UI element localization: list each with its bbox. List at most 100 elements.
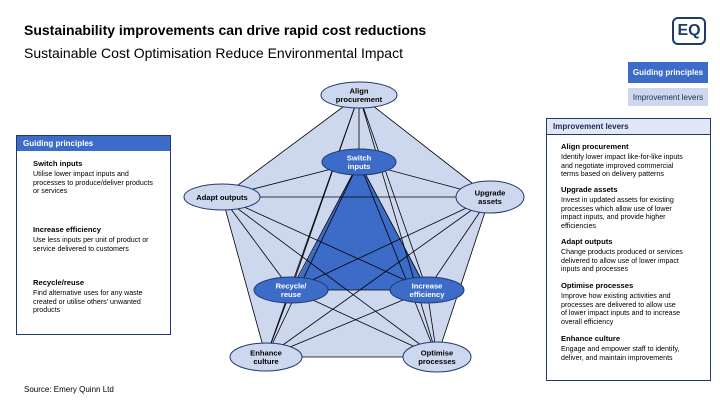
- lever-title: Optimise processes: [561, 281, 634, 290]
- connector-line: [265, 94, 360, 358]
- principle-switch-inputs: Switch inputs Utilise lower impact input…: [33, 159, 153, 196]
- connector-line: [221, 196, 428, 291]
- connector-line: [265, 196, 491, 358]
- connector-line: [358, 94, 438, 358]
- lever-node-align: [320, 81, 398, 109]
- lever-node-adapt: [183, 183, 261, 211]
- node-label-recycle: Recycle/reuse: [276, 282, 308, 300]
- principle-node-switch: [321, 148, 397, 176]
- improvement-levers-panel: Improvement levers Align procurement Ide…: [546, 118, 711, 381]
- lever-title: Align procurement: [561, 142, 629, 151]
- principle-line: service delivered to customers: [33, 244, 129, 253]
- principles-triangle: [292, 162, 427, 290]
- lever-optimise-processes: Optimise processes Improve how existing …: [561, 281, 681, 327]
- lever-line: Engage and empower staff to identify,: [561, 344, 680, 353]
- lever-line: inputs and processes: [561, 265, 629, 274]
- lever-line: Improve how existing activities and: [561, 291, 671, 300]
- node-label-line: reuse: [281, 290, 301, 299]
- improvement-levers-heading: Improvement levers: [547, 119, 710, 135]
- connector-line: [358, 94, 491, 198]
- connector-line: [221, 196, 292, 291]
- node-label-line: Increase: [412, 282, 443, 291]
- lever-line: deliver, and maintain improvements: [561, 353, 673, 362]
- principle-line: processes to produce/deliver products: [33, 178, 153, 187]
- connector-line: [221, 196, 438, 358]
- lever-line: efficiencies: [561, 222, 596, 231]
- node-label-line: culture: [253, 357, 278, 366]
- principle-recycle-reuse: Recycle/reuse Find alternative uses for …: [33, 278, 143, 315]
- guiding-principles-panel: Guiding principles Switch inputs Utilise…: [16, 135, 171, 335]
- lever-line: terms based on delivery patterns: [561, 170, 664, 179]
- lever-line: processes are delivered to allow use: [561, 300, 676, 309]
- node-label-line: procurement: [336, 95, 383, 104]
- principle-line: created or utilise others' unwanted: [33, 297, 141, 306]
- principle-line: Use less inputs per unit of product or: [33, 235, 149, 244]
- legend-improvement-levers: Improvement levers: [628, 88, 708, 106]
- connector-line: [290, 161, 360, 291]
- connector-line: [221, 94, 360, 198]
- source-note: Source: Emery Quinn Ltd: [24, 385, 114, 394]
- lever-adapt-outputs: Adapt outputs Change products produced o…: [561, 237, 683, 274]
- node-label-adapt: Adapt outputs: [196, 193, 247, 202]
- slide-title: Sustainability improvements can drive ra…: [24, 22, 427, 38]
- legend-guiding-principles: Guiding principles: [628, 62, 708, 83]
- principle-title: Switch inputs: [33, 159, 83, 168]
- connector-line: [436, 196, 491, 358]
- principle-title: Increase efficiency: [33, 225, 101, 234]
- node-label-line: efficiency: [409, 290, 445, 299]
- node-label-line: inputs: [348, 162, 371, 171]
- principle-line: Utilise lower impact inputs and: [33, 169, 129, 178]
- connector-line: [265, 289, 428, 358]
- principle-title: Recycle/reuse: [33, 278, 85, 287]
- node-label-line: Recycle/: [276, 282, 308, 291]
- connector-line: [290, 289, 438, 358]
- connector-line: [221, 196, 267, 358]
- lever-line: Identify lower impact like-for-like inpu…: [561, 152, 683, 161]
- node-label-line: Upgrade: [475, 189, 506, 198]
- lever-title: Enhance culture: [561, 334, 621, 343]
- lever-title: Upgrade assets: [561, 185, 618, 194]
- guiding-principles-heading: Guiding principles: [17, 136, 170, 151]
- connector-line: [358, 94, 428, 291]
- principle-increase-efficiency: Increase efficiency Use less inputs per …: [33, 225, 149, 253]
- lever-title: Adapt outputs: [561, 237, 613, 246]
- lever-line: processes which allow use of lower: [561, 204, 672, 213]
- principle-node-increase: [389, 276, 465, 304]
- lever-line: delivered to allow use of lower impact: [561, 256, 679, 265]
- node-label-line: Enhance: [250, 349, 282, 358]
- lever-line: impact inputs, and provide higher: [561, 213, 666, 222]
- node-label-line: Optimise: [421, 349, 454, 358]
- principle-line: products: [33, 306, 61, 315]
- connector-line: [358, 161, 428, 291]
- lever-line: and negotiate improved commercial: [561, 161, 674, 170]
- lever-upgrade-assets: Upgrade assets Invest in updated assets …: [561, 185, 674, 231]
- eq-logo: EQ: [672, 17, 706, 45]
- lever-enhance-culture: Enhance culture Engage and empower staff…: [561, 334, 680, 362]
- lever-line: Invest in updated assets for existing: [561, 195, 674, 204]
- lever-align-procurement: Align procurement Identify lower impact …: [561, 142, 683, 179]
- lever-node-optimise: [402, 341, 472, 373]
- lever-node-upgrade: [455, 180, 525, 214]
- connector-line: [358, 161, 438, 358]
- lever-line: of lower impact inputs and to increase: [561, 309, 681, 318]
- lever-line: Change products produced or services: [561, 247, 683, 256]
- principle-node-recycle: [253, 276, 329, 304]
- node-label-line: Align: [350, 87, 369, 96]
- principle-line: or services: [33, 187, 68, 196]
- node-label-line: Adapt outputs: [196, 193, 247, 202]
- lever-node-enhance: [229, 342, 303, 372]
- principle-line: Find alternative uses for any waste: [33, 288, 143, 297]
- node-label-line: Switch: [347, 154, 372, 163]
- connector-line: [265, 161, 360, 358]
- lever-line: overall efficiency: [561, 318, 614, 327]
- slide-subtitle: Sustainable Cost Optimisation Reduce Env…: [24, 45, 403, 61]
- node-label-line: processes: [418, 357, 456, 366]
- connector-line: [290, 196, 491, 291]
